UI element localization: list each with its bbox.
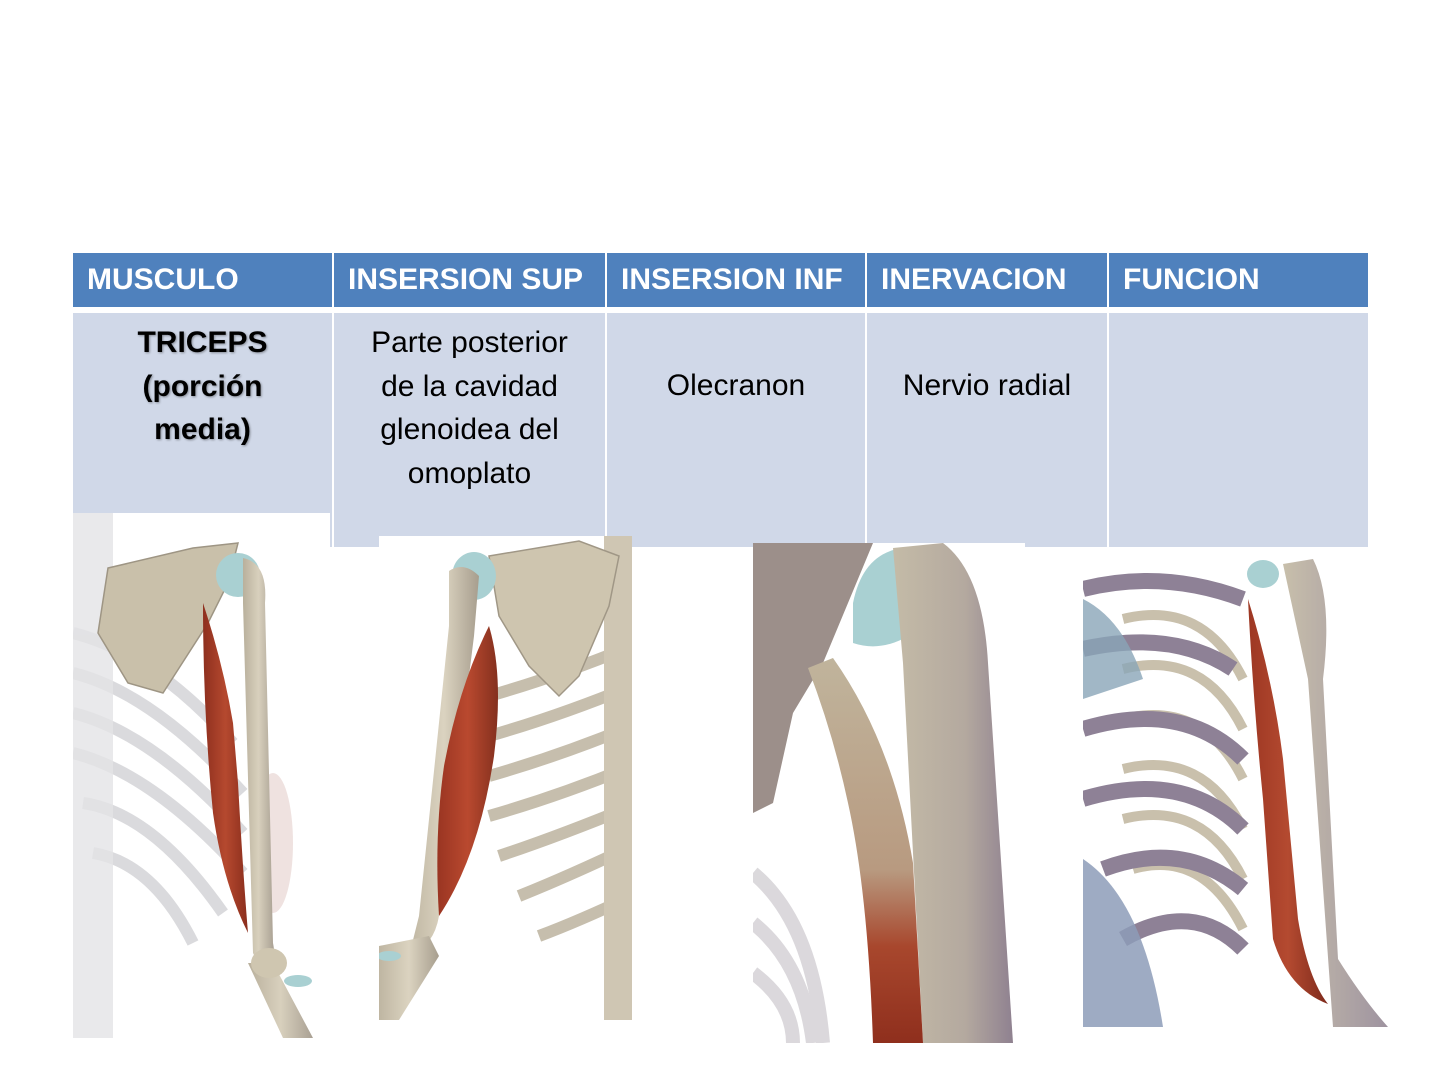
musculo-line: (porción [142, 369, 263, 403]
table-header-row: MUSCULO INSERSION SUP INSERSION INF INER… [73, 253, 1368, 313]
anatomy-figure-1 [73, 513, 330, 1038]
cell-insersion-sup: Parte posterior de la cavidad glenoidea … [334, 313, 607, 547]
insersion-sup-line: de la cavidad [381, 369, 558, 403]
header-inervacion: INERVACION [867, 253, 1109, 313]
cell-inervacion: Nervio radial [867, 313, 1109, 547]
header-insersion-sup: INSERSION SUP [334, 253, 607, 313]
musculo-line: media) [154, 413, 251, 446]
header-musculo: MUSCULO [73, 253, 334, 313]
ribcage-lateral-illustration [1083, 559, 1388, 1027]
cell-insersion-inf: Olecranon [607, 313, 867, 547]
shoulder-ribcage-illustration [379, 536, 632, 1020]
insersion-sup-line: omoplato [407, 456, 532, 490]
shoulder-closeup-illustration [753, 543, 1013, 1043]
table-row: TRICEPS (porción media) Parte posterior … [73, 313, 1368, 547]
header-funcion: FUNCION [1109, 253, 1368, 313]
insersion-sup-line: glenoidea del [380, 413, 559, 446]
header-insersion-inf: INSERSION INF [607, 253, 867, 313]
cell-funcion [1109, 313, 1368, 547]
muscle-table: MUSCULO INSERSION SUP INSERSION INF INER… [73, 253, 1368, 547]
anatomy-figure-2 [379, 536, 632, 1020]
musculo-line: TRICEPS [137, 326, 268, 359]
insersion-sup-line: Parte posterior [371, 326, 568, 359]
arm-skeleton-illustration [73, 513, 313, 1038]
anatomy-figure-4 [1083, 559, 1389, 1027]
anatomy-figure-3 [753, 543, 1025, 1043]
cell-musculo: TRICEPS (porción media) [73, 313, 334, 547]
